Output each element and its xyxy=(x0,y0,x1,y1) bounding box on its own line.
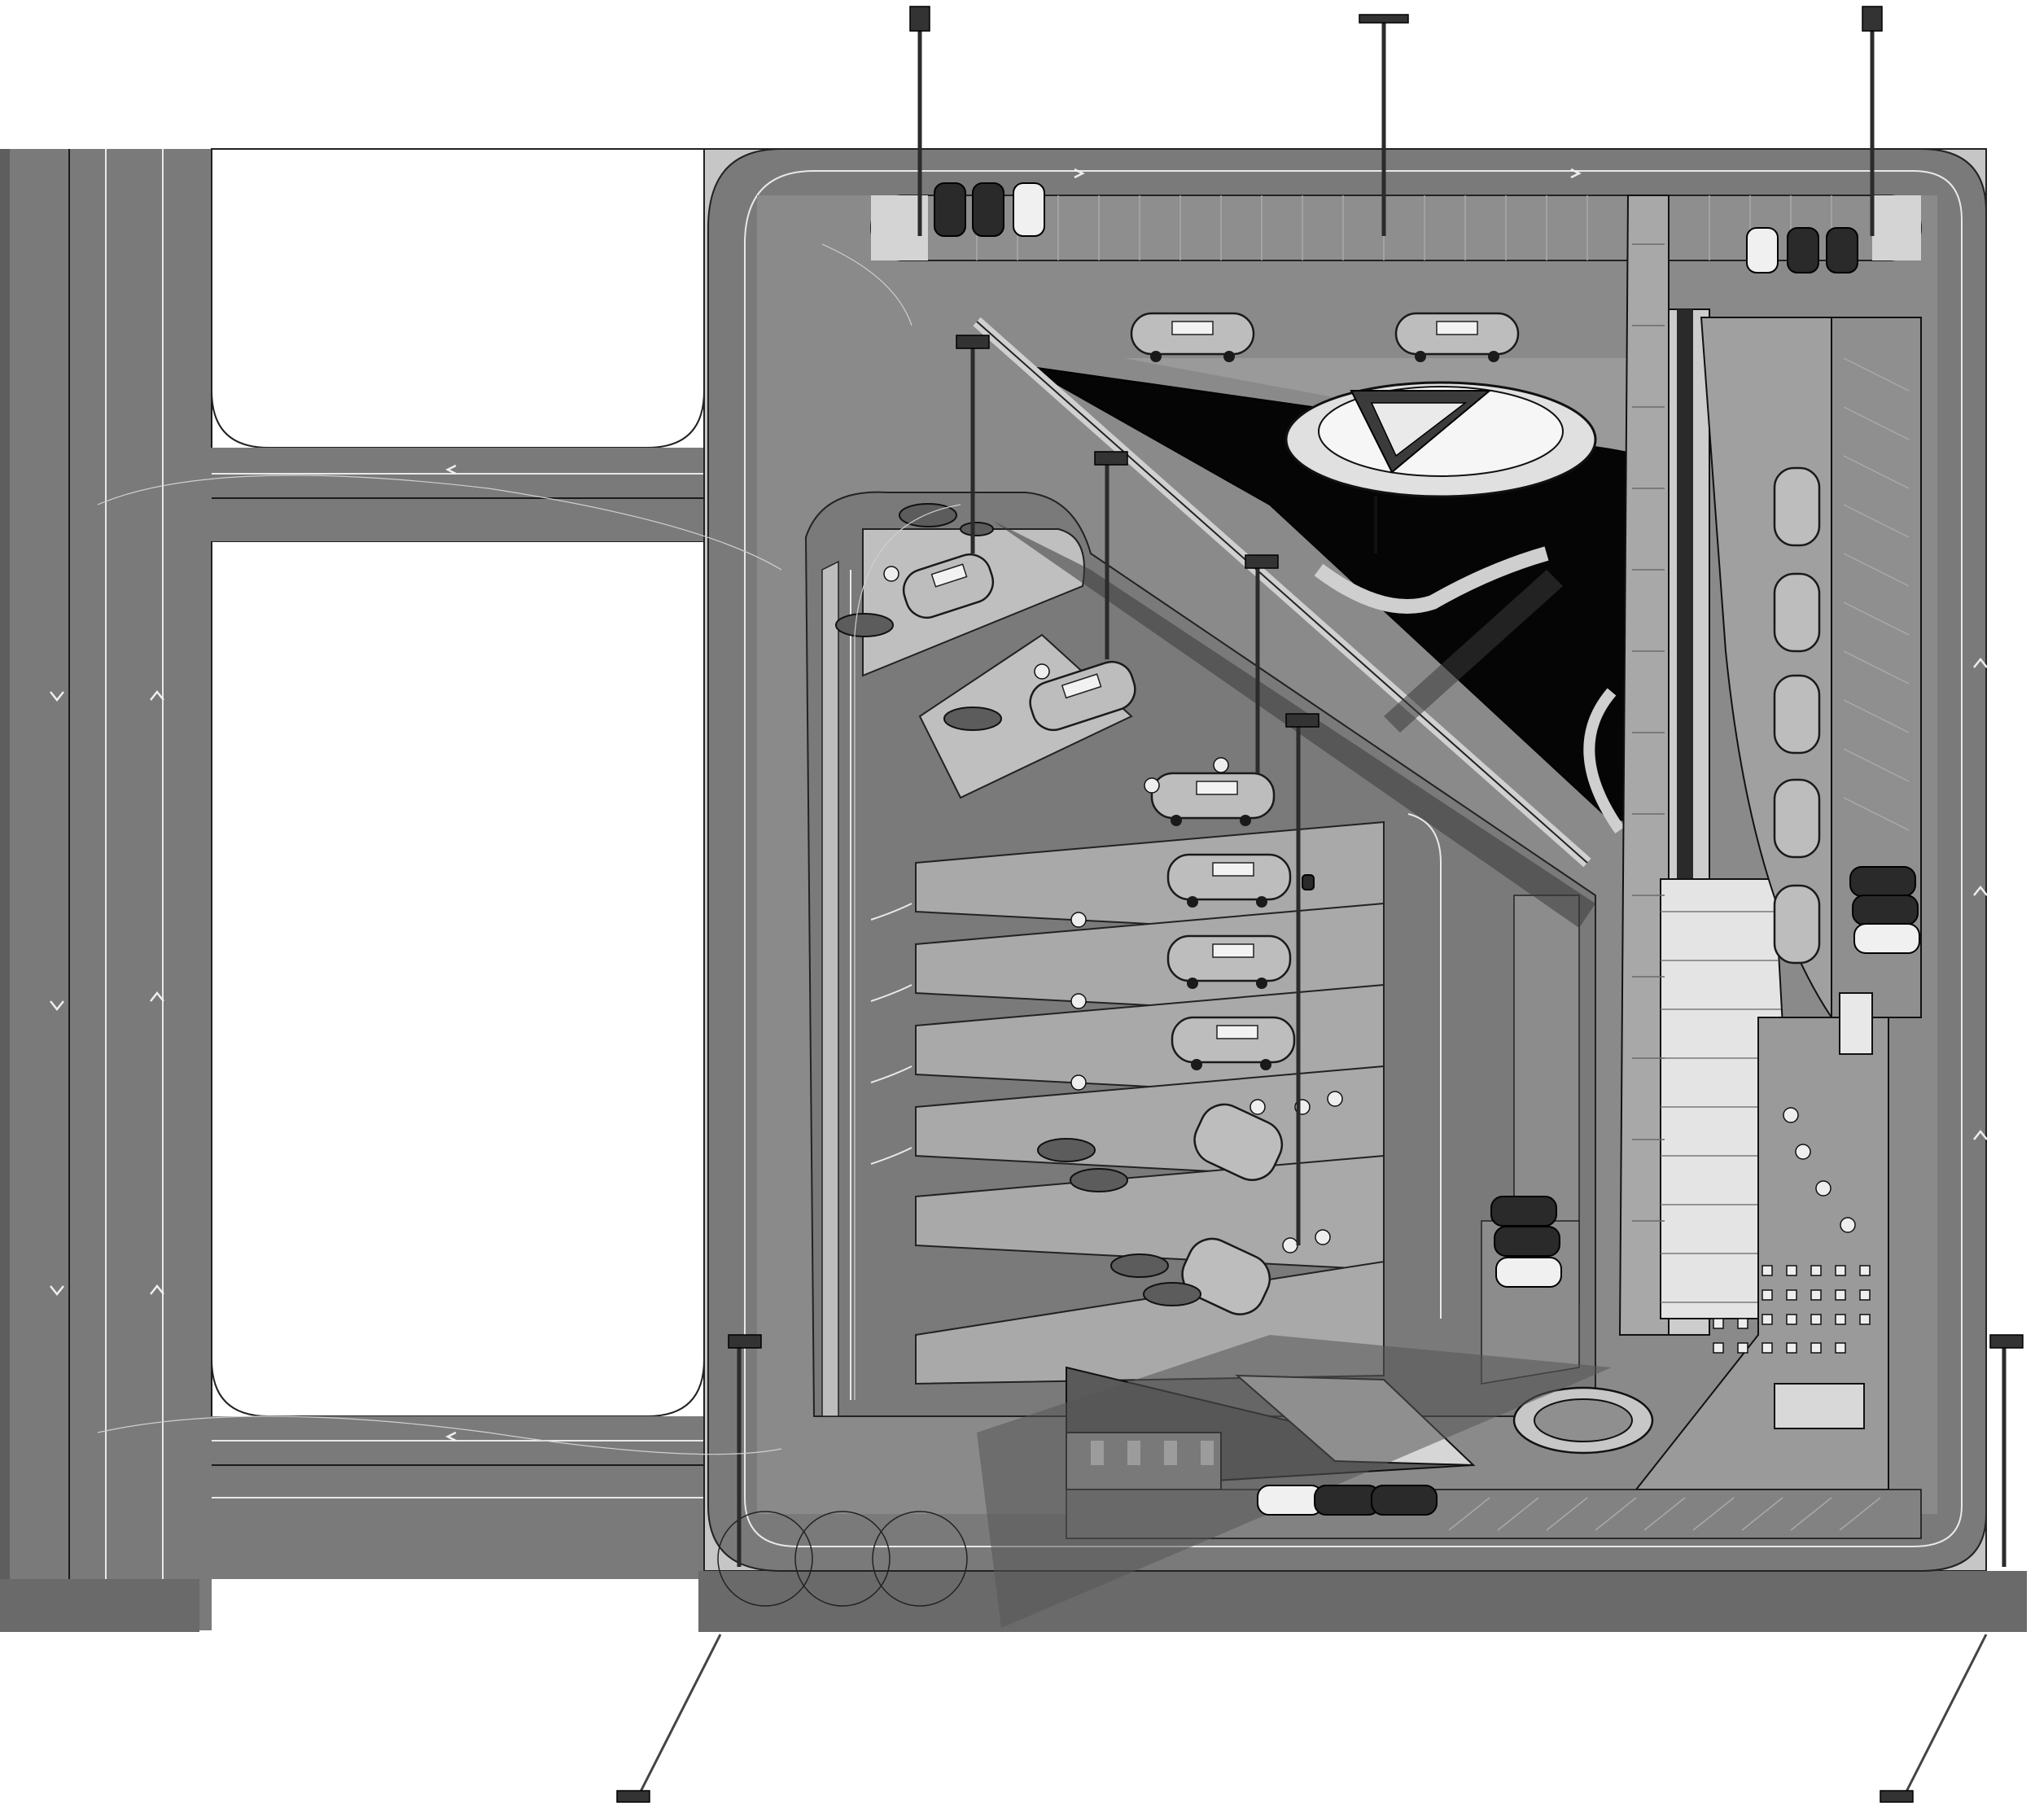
lamp-icon xyxy=(909,6,930,236)
car-icon xyxy=(1787,227,1819,273)
umbrella-icon xyxy=(835,613,894,637)
trailer-top-2 xyxy=(1394,312,1520,362)
trailer-top-1 xyxy=(1130,312,1255,362)
lamp-icon xyxy=(1359,14,1409,236)
umbrella-icon xyxy=(1110,1253,1169,1278)
trailer-island-2 xyxy=(1029,660,1136,732)
guide-lines xyxy=(97,243,961,1455)
city-blocks xyxy=(211,148,705,1417)
umbrella-icon xyxy=(943,707,1002,731)
trailer-east-5 xyxy=(1773,884,1821,965)
trailer-east-3 xyxy=(1773,674,1821,755)
umbrella-icon xyxy=(1070,1168,1128,1192)
car-icon xyxy=(1302,874,1315,890)
left-street xyxy=(0,149,212,1632)
car-icon xyxy=(1314,1485,1381,1516)
trailer-bay-2 xyxy=(1166,853,1292,908)
car-icon xyxy=(1257,1485,1324,1516)
lamp-icon xyxy=(1285,713,1319,1245)
trailer-east-4 xyxy=(1773,778,1821,859)
lane-arrows xyxy=(50,168,1988,1442)
car-icon xyxy=(1853,923,1920,954)
car-icon xyxy=(1746,227,1779,273)
trailer-bay-1 xyxy=(1150,772,1276,826)
trailer-east-1 xyxy=(1773,466,1821,547)
food-trailers xyxy=(902,312,1821,1315)
lamp-icon xyxy=(616,1790,650,1803)
umbrella-icon xyxy=(1037,1138,1096,1162)
cross-streets xyxy=(199,448,720,1579)
trailer-east-2 xyxy=(1773,572,1821,653)
lamp-icon xyxy=(728,1334,762,1567)
lamp-icon xyxy=(1880,1790,1914,1803)
lamp-icon xyxy=(1245,554,1279,773)
lamp-icon xyxy=(1094,451,1128,659)
umbrella-icon xyxy=(1143,1282,1201,1306)
lamp-icon xyxy=(1862,6,1883,236)
car-icon xyxy=(934,182,966,237)
parked-cars xyxy=(934,182,1920,1516)
patio-furniture xyxy=(835,503,1871,1354)
main-building xyxy=(973,317,1629,868)
trailer-bay-4 xyxy=(1171,1016,1296,1070)
lamp-icon xyxy=(956,335,990,553)
car-icon xyxy=(1495,1257,1562,1288)
car-icon xyxy=(972,182,1004,237)
lamp-icon xyxy=(1989,1334,2024,1567)
car-icon xyxy=(1849,866,1916,897)
street-lamps xyxy=(616,6,2024,1803)
car-icon xyxy=(1371,1485,1438,1516)
car-icon xyxy=(1852,895,1919,925)
umbrella-icon xyxy=(960,522,994,536)
trailer-island-1 xyxy=(902,553,995,619)
shadows xyxy=(977,521,1612,1628)
car-icon xyxy=(1494,1226,1560,1257)
trailer-bay-3 xyxy=(1166,934,1292,989)
trailer-bay-5 xyxy=(1193,1103,1284,1181)
car-icon xyxy=(1013,182,1045,237)
car-icon xyxy=(1490,1196,1557,1227)
car-icon xyxy=(1826,227,1858,273)
trailer-bay-6 xyxy=(1181,1237,1271,1315)
